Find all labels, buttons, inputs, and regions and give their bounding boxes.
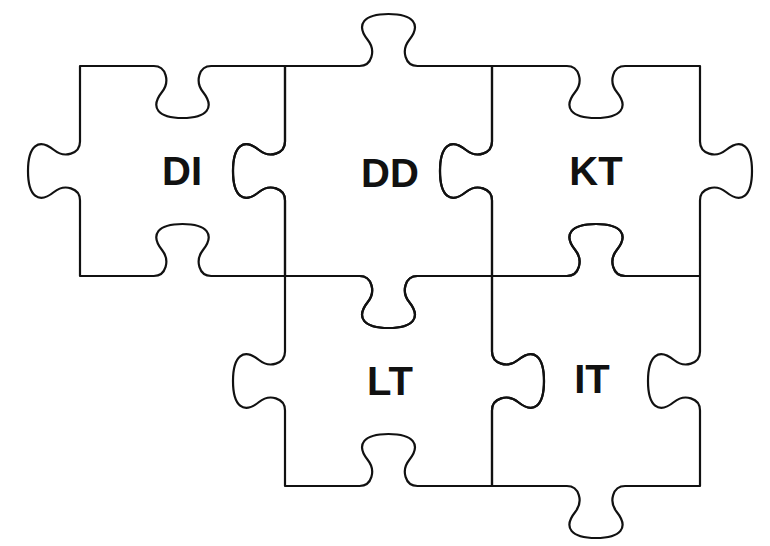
puzzle-piece: DD <box>225 6 552 336</box>
puzzle-outline <box>492 224 700 538</box>
puzzle-piece: KT <box>432 6 760 336</box>
piece-label: KT <box>569 149 622 193</box>
puzzle-piece: DI <box>20 6 345 336</box>
puzzle-piece: IT <box>432 216 760 546</box>
puzzle-outline <box>440 66 752 276</box>
puzzle-outline <box>233 14 492 328</box>
piece-label: IT <box>574 357 610 401</box>
puzzle-outline <box>28 66 285 276</box>
piece-label: DI <box>162 149 202 193</box>
puzzle-piece: LT <box>225 216 552 546</box>
piece-label: DD <box>361 151 419 195</box>
puzzle-outline <box>233 276 544 486</box>
piece-label: LT <box>367 359 413 403</box>
